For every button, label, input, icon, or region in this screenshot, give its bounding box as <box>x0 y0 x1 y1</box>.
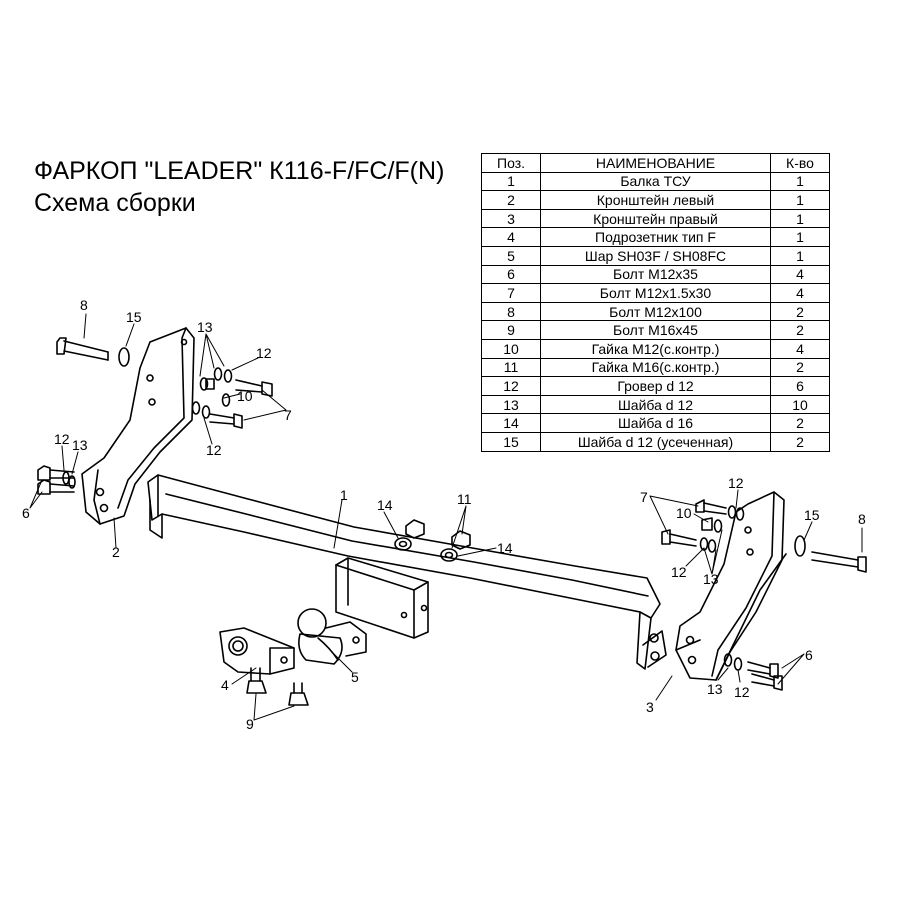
cell-pos: 5 <box>481 245 541 266</box>
cell-name: Гайка М16(с.контр.) <box>540 357 771 378</box>
callout-bolt-m12x35-right: 6 <box>805 647 813 663</box>
callout-bolt-m16: 9 <box>246 716 254 732</box>
cell-qty: 2 <box>770 431 830 452</box>
cell-pos: 14 <box>481 413 541 433</box>
parts-table-header: Поз. НАИМЕНОВАНИЕ К-во <box>481 153 830 173</box>
callout-washer-left-top: 13 <box>197 319 213 335</box>
cell-qty: 10 <box>770 394 830 415</box>
cut-washer-left <box>118 347 130 367</box>
cell-name: Гайка М12(с.контр.) <box>540 338 771 359</box>
cell-qty: 1 <box>770 245 830 266</box>
cell-name: Болт М12х35 <box>540 264 771 285</box>
callout-bolt-m12x100-right: 8 <box>858 511 866 527</box>
tow-ball <box>297 608 367 665</box>
left-bracket <box>81 327 195 525</box>
diagram-title: ФАРКОП "LEADER" К116-F/FC/F(N) <box>34 157 445 185</box>
callout-ball: 5 <box>351 669 359 685</box>
callout-grover-left-low: 12 <box>54 431 70 447</box>
cut-washer-right <box>794 535 806 557</box>
callout-bolt-m12x15-left: 7 <box>284 407 292 423</box>
cell-name: Кронштейн левый <box>540 190 771 210</box>
cell-pos: 9 <box>481 320 541 340</box>
cell-qty: 2 <box>770 320 830 340</box>
callout-labels: 1 2 3 4 5 6 6 7 7 8 8 9 10 10 11 12 12 1… <box>22 297 866 732</box>
callout-nut-m16: 11 <box>457 491 472 507</box>
right-bracket <box>675 491 787 681</box>
callout-grover-left-top: 12 <box>256 345 272 361</box>
callout-right-bracket: 3 <box>646 699 654 715</box>
diagram-subtitle: Схема сборки <box>34 189 196 217</box>
callout-left-bracket: 2 <box>112 544 120 560</box>
callout-nut-m12-left: 10 <box>237 388 253 404</box>
callout-bolt-m12x15-right: 7 <box>640 489 648 505</box>
callout-washer-d16-b: 14 <box>497 540 513 556</box>
cell-qty: 4 <box>770 264 830 285</box>
cell-name: Гровер d 12 <box>540 376 771 396</box>
bolt-m12x100-left <box>56 337 109 361</box>
left-fasteners <box>37 367 273 495</box>
cell-pos: 15 <box>481 431 541 452</box>
right-fasteners <box>661 499 783 691</box>
callout-bolt-m12x100-left: 8 <box>80 297 88 313</box>
cell-qty: 2 <box>770 357 830 378</box>
cell-qty: 4 <box>770 283 830 303</box>
callout-washer-right-mid: 13 <box>703 571 719 587</box>
callout-grover-left-mid: 12 <box>206 442 222 458</box>
cell-qty: 2 <box>770 301 830 322</box>
callout-washer-right-low: 13 <box>707 681 723 697</box>
cell-pos: 7 <box>481 283 541 303</box>
callout-bolt-m12x35-left: 6 <box>22 505 30 521</box>
column-header-pos: Поз. <box>481 153 541 173</box>
cell-name: Болт М12х1.5х30 <box>540 283 771 303</box>
cell-name: Подрозетник тип F <box>540 227 771 247</box>
cell-name: Шайба d 12 (усеченная) <box>540 431 771 452</box>
tow-beam <box>147 474 667 670</box>
bolt-m12x100-right <box>811 551 867 573</box>
callout-washer-left-low: 13 <box>72 437 88 453</box>
cell-qty: 2 <box>770 413 830 433</box>
callout-socket-holder: 4 <box>221 677 229 693</box>
socket-holder <box>219 627 295 675</box>
m16-nuts-washers <box>394 519 471 562</box>
callout-washer-d16-a: 14 <box>377 497 393 513</box>
callout-nut-m12-right: 10 <box>676 505 692 521</box>
cell-qty: 6 <box>770 376 830 396</box>
ball-mount-plate <box>335 557 429 639</box>
callout-grover-right-mid: 12 <box>671 564 687 580</box>
cell-pos: 8 <box>481 301 541 322</box>
callout-grover-right-low: 12 <box>734 684 750 700</box>
cell-pos: 11 <box>481 357 541 378</box>
cell-qty: 4 <box>770 338 830 359</box>
cell-name: Болт М16х45 <box>540 320 771 340</box>
callout-washer-cut-right: 15 <box>804 507 820 523</box>
cell-name: Шайба d 12 <box>540 394 771 415</box>
callout-beam: 1 <box>340 487 348 503</box>
cell-pos: 13 <box>481 394 541 415</box>
callout-washer-cut-left: 15 <box>126 309 142 325</box>
leader-lines <box>29 313 863 721</box>
callout-grover-right-top: 12 <box>728 475 744 491</box>
cell-name: Шайба d 16 <box>540 413 771 433</box>
cell-name: Шар SH03F / SH08FC <box>540 245 771 266</box>
bolts-m16 <box>246 667 309 706</box>
